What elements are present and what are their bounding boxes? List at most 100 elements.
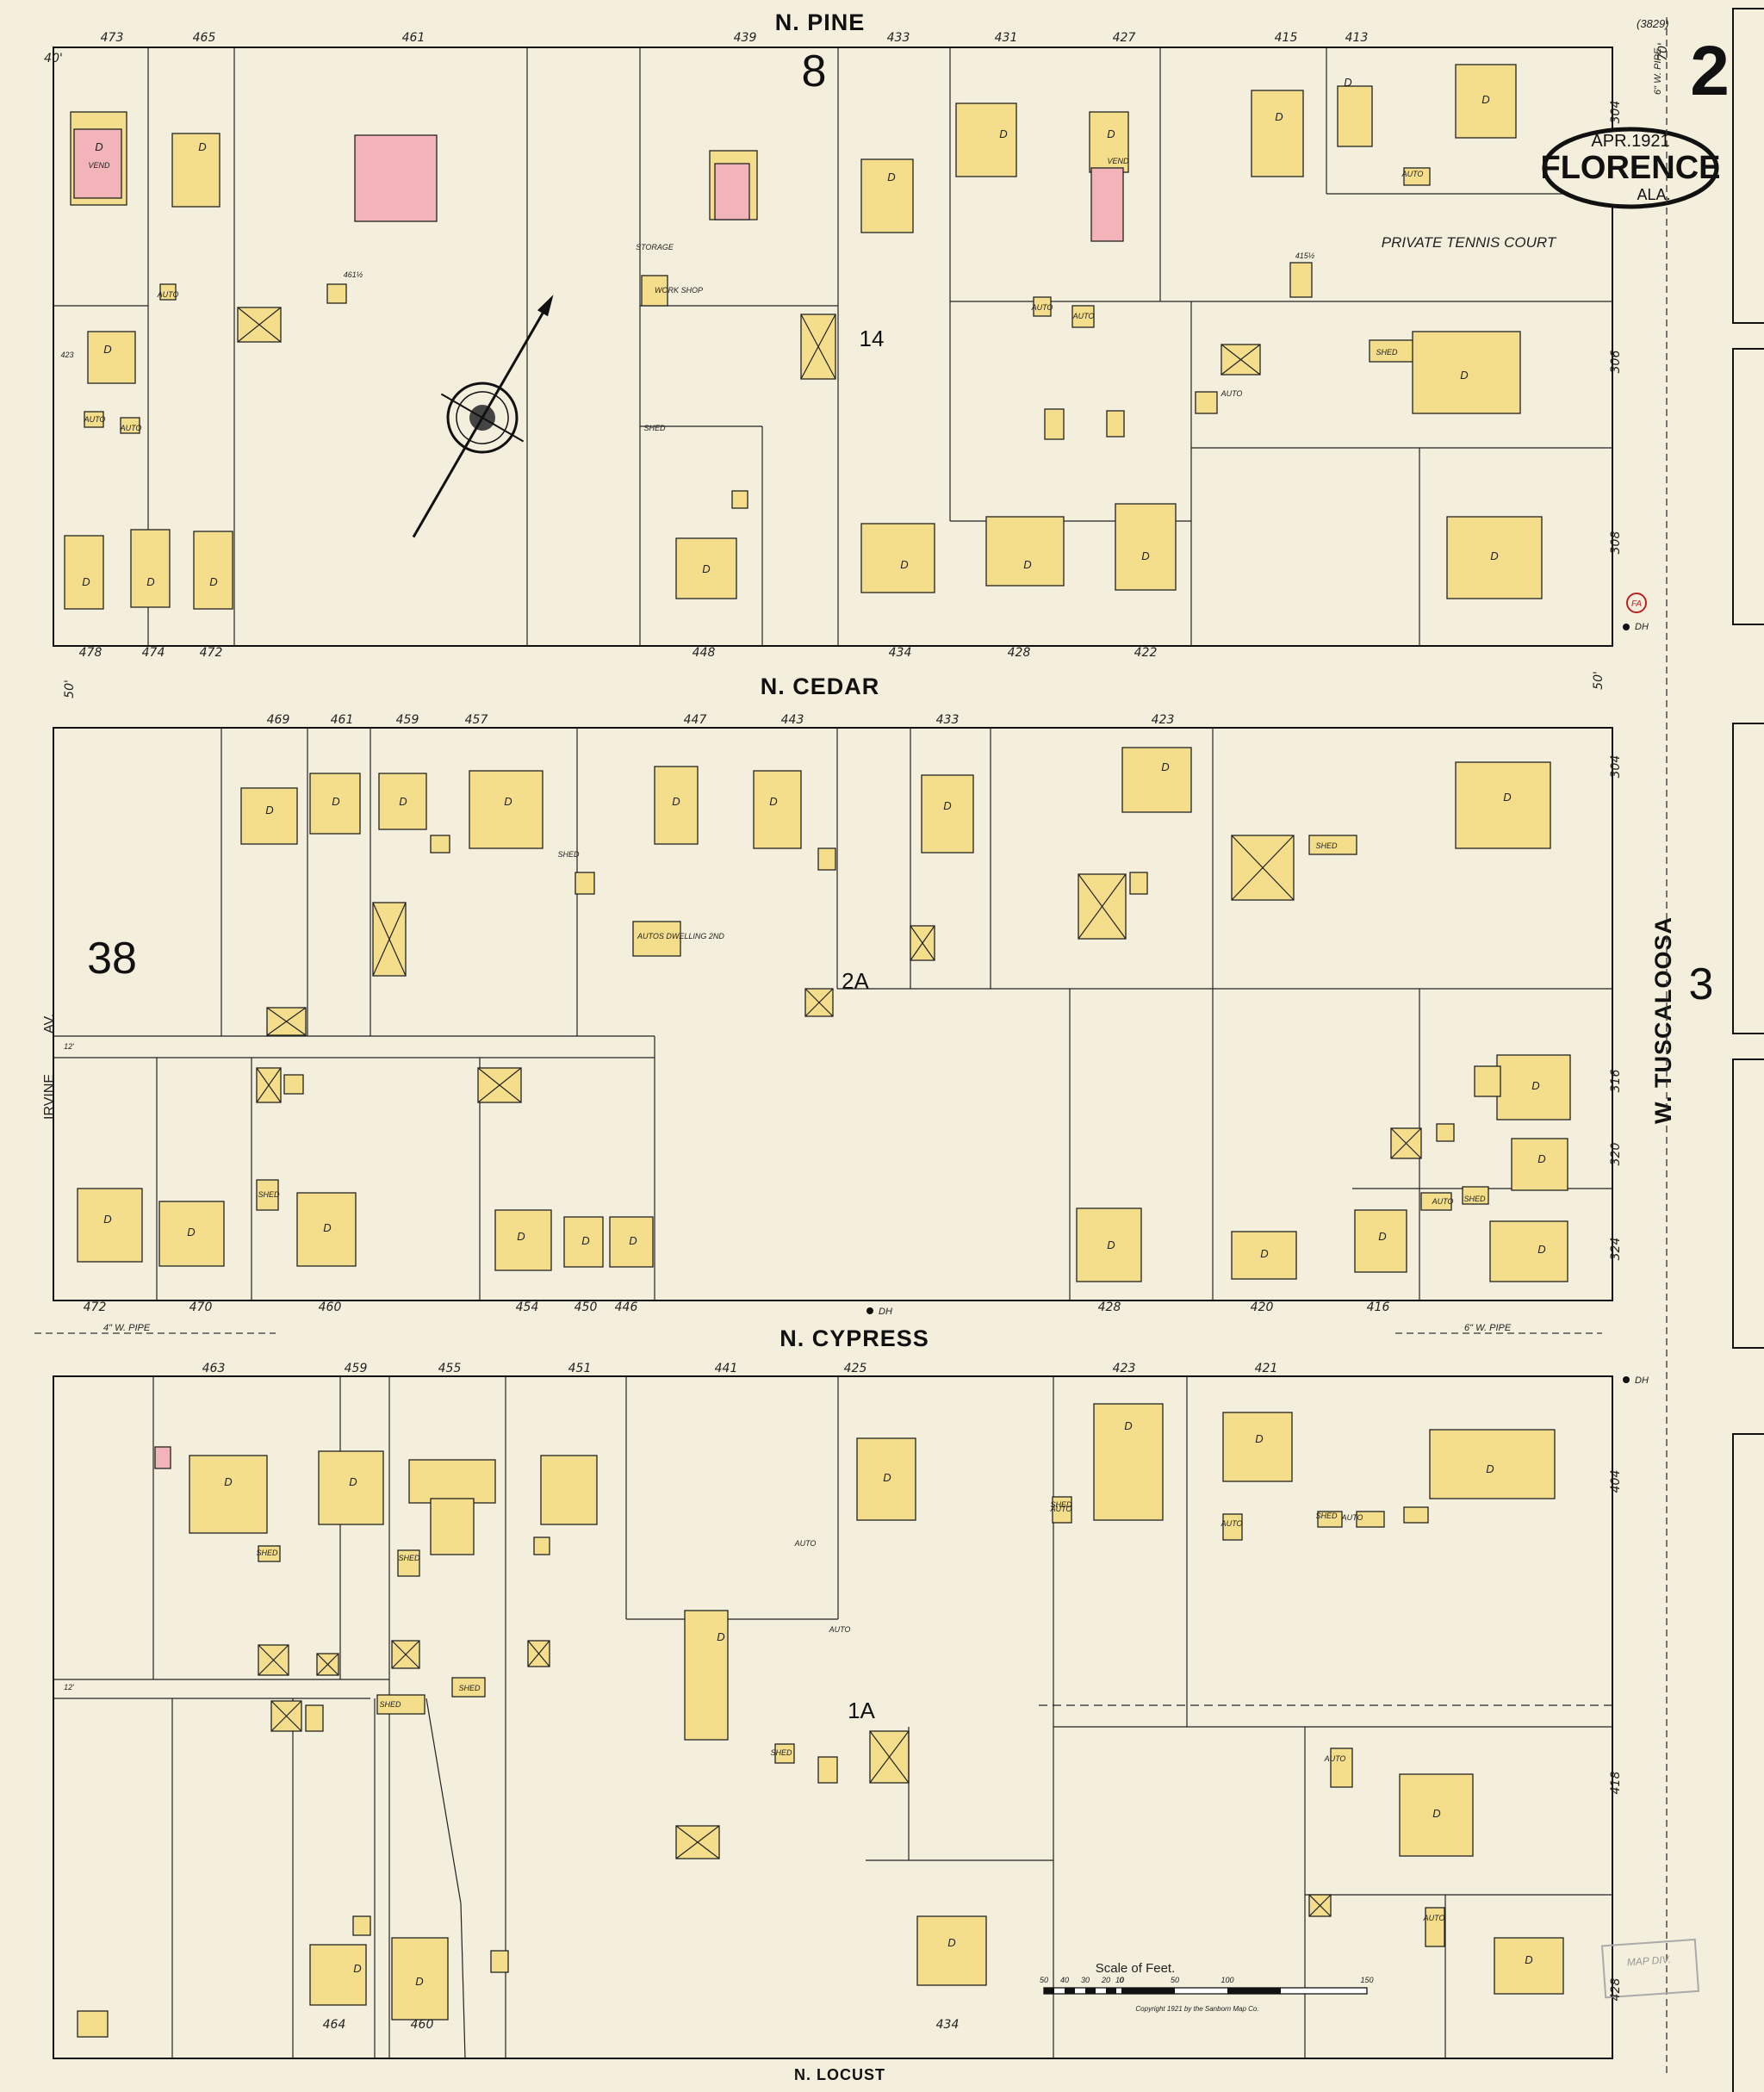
building-label-dwelling: D: [769, 795, 777, 808]
building-label-dwelling: D: [146, 575, 154, 588]
building-label-dwelling: D: [1503, 791, 1511, 804]
scale-title: Scale of Feet.: [1096, 1961, 1176, 1976]
house-number: 308: [1609, 531, 1623, 555]
house-number: 404: [1609, 1470, 1623, 1493]
building-label-dwelling: D: [209, 575, 217, 588]
street-n-pine: N. PINE: [775, 9, 866, 35]
sheet-number: 2: [1690, 32, 1730, 110]
building-label-shed: SHED: [1315, 841, 1338, 850]
autos-dwelling-label: AUTOS DWELLING 2ND: [637, 932, 724, 940]
building-label-auto: AUTO: [84, 415, 106, 424]
house-number: 434: [889, 646, 912, 660]
building-label-dwelling: D: [187, 1226, 195, 1238]
house-number: 450: [575, 1301, 598, 1314]
building-label-dwelling: D: [1531, 1079, 1539, 1092]
building-label-vend: VEND: [1107, 157, 1129, 165]
house-number: 443: [781, 713, 804, 727]
stamp-state: ALA.: [1637, 186, 1670, 203]
building-label-dwelling: D: [1481, 93, 1489, 106]
street-width: 12': [64, 1042, 74, 1051]
building-label-vend: VEND: [88, 161, 110, 170]
building-label-dwelling: D: [1486, 1462, 1494, 1475]
house-number: 413: [1345, 31, 1369, 45]
house-number: 324: [1609, 1238, 1623, 1261]
buildings-block-1: [64, 64, 1543, 610]
building-label-auto: AUTO: [1072, 312, 1095, 320]
building-label-auto: AUTO: [1401, 170, 1424, 178]
house-number: 478: [79, 646, 102, 660]
building-label-dwelling: D: [1124, 1419, 1132, 1432]
block-number-14: 14: [860, 326, 885, 351]
building-label-dwelling: D: [883, 1471, 891, 1484]
scale-tick-label: 150: [1360, 1976, 1373, 1984]
hydrant-label: DH: [879, 1307, 892, 1317]
hydrant-icon: [1623, 624, 1630, 630]
scale-tick-label: 0: [1119, 1976, 1123, 1984]
house-number: 320: [1609, 1143, 1623, 1166]
building-label-shed: SHED: [258, 1190, 280, 1199]
building-label-dwelling: D: [702, 562, 710, 575]
block-number-2a: 2A: [842, 968, 869, 994]
building-label-dwelling: D: [947, 1936, 955, 1949]
building-label-dwelling: D: [1460, 369, 1468, 382]
house-number: 431: [995, 31, 1018, 45]
house-number: 457: [465, 713, 488, 727]
building-label-dwelling: D: [629, 1234, 637, 1247]
scale-tick-label: 40: [1060, 1976, 1069, 1984]
house-number: 470: [189, 1301, 213, 1314]
building-label-auto: AUTO: [120, 424, 142, 432]
work-shop-label: WORK SHOP: [655, 286, 703, 295]
house-number: 416: [1367, 1301, 1390, 1314]
house-number: 460: [319, 1301, 342, 1314]
building-label-dwelling: D: [1107, 1238, 1115, 1251]
building-label-auto: AUTO: [1324, 1754, 1346, 1763]
city-stamp: APR.1921 FLORENCE ALA.: [1541, 127, 1721, 209]
building-label-dwelling: D: [103, 1213, 111, 1226]
house-number: 446: [615, 1301, 638, 1314]
copyright-text: Copyright 1921 by the Sanborn Map Co.: [1135, 2005, 1258, 2013]
building-label-shed: SHED: [458, 1684, 481, 1692]
building-label-dwelling: D: [349, 1475, 357, 1488]
street-w-tuscaloosa: W. TUSCALOOSA: [1650, 916, 1676, 1124]
building-label-dwelling: D: [415, 1975, 423, 1988]
house-number: 455: [438, 1362, 462, 1375]
sheet-ref: (3829): [1637, 17, 1669, 30]
building-label-dwelling: D: [517, 1230, 525, 1243]
building-label-dwelling: D: [1260, 1247, 1268, 1260]
building-label-shed: SHED: [1050, 1500, 1072, 1509]
house-number: 469: [267, 713, 290, 727]
fire-alarm-label: FA: [1631, 599, 1642, 609]
house-number: 434: [936, 2018, 960, 2032]
house-number: 433: [936, 713, 960, 727]
building-label-dwelling: D: [999, 127, 1007, 140]
building-label-shed: SHED: [398, 1554, 420, 1562]
house-number: 474: [142, 646, 165, 660]
building-label-shed: SHED: [1463, 1195, 1486, 1203]
building-label-dwelling: D: [198, 140, 206, 153]
building-label-shed: SHED: [643, 424, 666, 432]
water-pipe-label: 6" W. PIPE: [1653, 47, 1663, 95]
building-label-dwelling: D: [1023, 558, 1031, 571]
house-number: 454: [516, 1301, 539, 1314]
scale-tick-label: 30: [1081, 1976, 1090, 1984]
house-number: 423: [60, 351, 73, 359]
water-pipe-label: 4" W. PIPE: [103, 1323, 151, 1333]
water-pipe-label: 6" W. PIPE: [1464, 1323, 1512, 1333]
house-number: 441: [715, 1362, 738, 1375]
building-label-auto: AUTO: [794, 1539, 817, 1548]
house-number: 461: [331, 713, 354, 727]
building-label-auto: AUTO: [1221, 389, 1243, 398]
house-number: 439: [734, 31, 757, 45]
building-label-dwelling: D: [717, 1630, 724, 1643]
building-label-dwelling: D: [943, 799, 951, 812]
building-label-dwelling: D: [1537, 1152, 1545, 1165]
stamp-text: MAP DIV.: [1626, 1953, 1671, 1969]
street-width: 12': [64, 1683, 74, 1692]
block-cypress-locust: [53, 1375, 1613, 2059]
hydrant-label: DH: [1635, 622, 1649, 632]
building-label-shed: SHED: [379, 1700, 401, 1709]
